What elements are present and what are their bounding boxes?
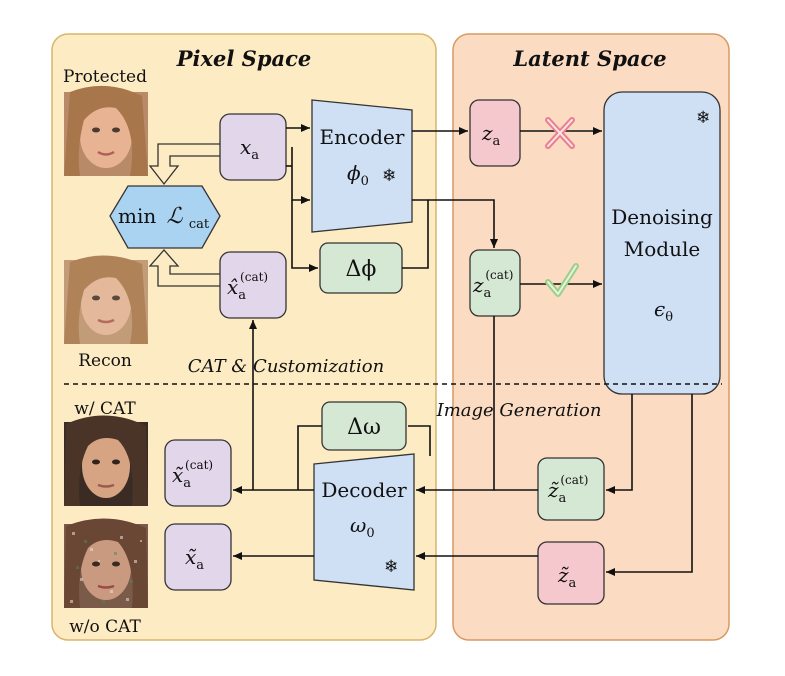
cross-mark-icon — [545, 117, 575, 149]
without-cat-label: w/o CAT — [69, 617, 141, 637]
decoder-module: Decoder ω0 ❄ — [313, 453, 415, 591]
svg-text:za: za — [481, 121, 501, 149]
svg-text:Module: Module — [624, 237, 700, 261]
x-tilde-cat-node: x̃a(cat) — [164, 439, 232, 507]
loss-input-arrow-top — [148, 143, 220, 186]
svg-text:Δϕ: Δϕ — [346, 257, 377, 282]
svg-text:za(cat): za(cat) — [472, 268, 513, 301]
with-cat-label: w/ CAT — [74, 399, 136, 419]
x-hat-cat-node: x̂a(cat) — [219, 251, 287, 319]
denoising-module: Denoising Module ϵθ ❄ — [603, 91, 721, 395]
snowflake-icon: ❄ — [696, 108, 710, 128]
encoder-module: Encoder ϕ0 ❄ — [311, 99, 413, 233]
recon-label: Recon — [78, 351, 132, 371]
svg-text:x̃a(cat): x̃a(cat) — [172, 458, 213, 491]
protected-face-image — [64, 85, 148, 176]
z-tilde-cat-node: z̃a(cat) — [537, 457, 605, 521]
svg-text:xa: xa — [240, 135, 259, 163]
with-cat-face-image — [64, 415, 148, 506]
cat-customization-label: CAT & Customization — [188, 356, 384, 377]
protected-label: Protected — [63, 67, 147, 87]
z-tilde-node: z̃a — [537, 541, 605, 605]
delta-phi-node: Δϕ — [319, 242, 403, 294]
svg-text:z̃a(cat): z̃a(cat) — [547, 473, 588, 506]
snowflake-icon: ❄ — [382, 166, 396, 186]
min-loss-label: min ℒ cat — [118, 204, 210, 232]
image-generation-label: Image Generation — [436, 400, 602, 421]
snowflake-icon: ❄ — [384, 557, 398, 577]
z-cat-node: za(cat) — [469, 249, 521, 317]
pixel-space-title: Pixel Space — [176, 46, 312, 71]
svg-text:x̂a(cat): x̂a(cat) — [227, 270, 268, 303]
without-cat-face-image — [64, 518, 148, 608]
svg-text:Denoising: Denoising — [611, 205, 713, 229]
svg-text:x̃a: x̃a — [185, 545, 204, 573]
svg-text:Decoder: Decoder — [321, 478, 407, 502]
x-a-node: xa — [219, 113, 287, 181]
check-mark-icon — [545, 263, 579, 297]
svg-text:Δω: Δω — [347, 415, 381, 440]
svg-text:z̃a: z̃a — [557, 563, 577, 591]
min-loss-hexagon — [109, 185, 221, 249]
x-tilde-node: x̃a — [164, 523, 232, 591]
z-a-node: za — [469, 99, 521, 167]
svg-text:ω0: ω0 — [350, 513, 375, 541]
svg-text:ϕ0: ϕ0 — [347, 161, 369, 189]
loss-input-arrow-bottom — [148, 249, 220, 287]
connections — [233, 124, 693, 576]
recon-face-image — [64, 255, 148, 344]
delta-omega-node: Δω — [321, 401, 407, 451]
svg-text:Encoder: Encoder — [320, 125, 405, 149]
svg-text:ϵθ: ϵθ — [654, 297, 673, 325]
latent-space-title: Latent Space — [512, 46, 666, 71]
